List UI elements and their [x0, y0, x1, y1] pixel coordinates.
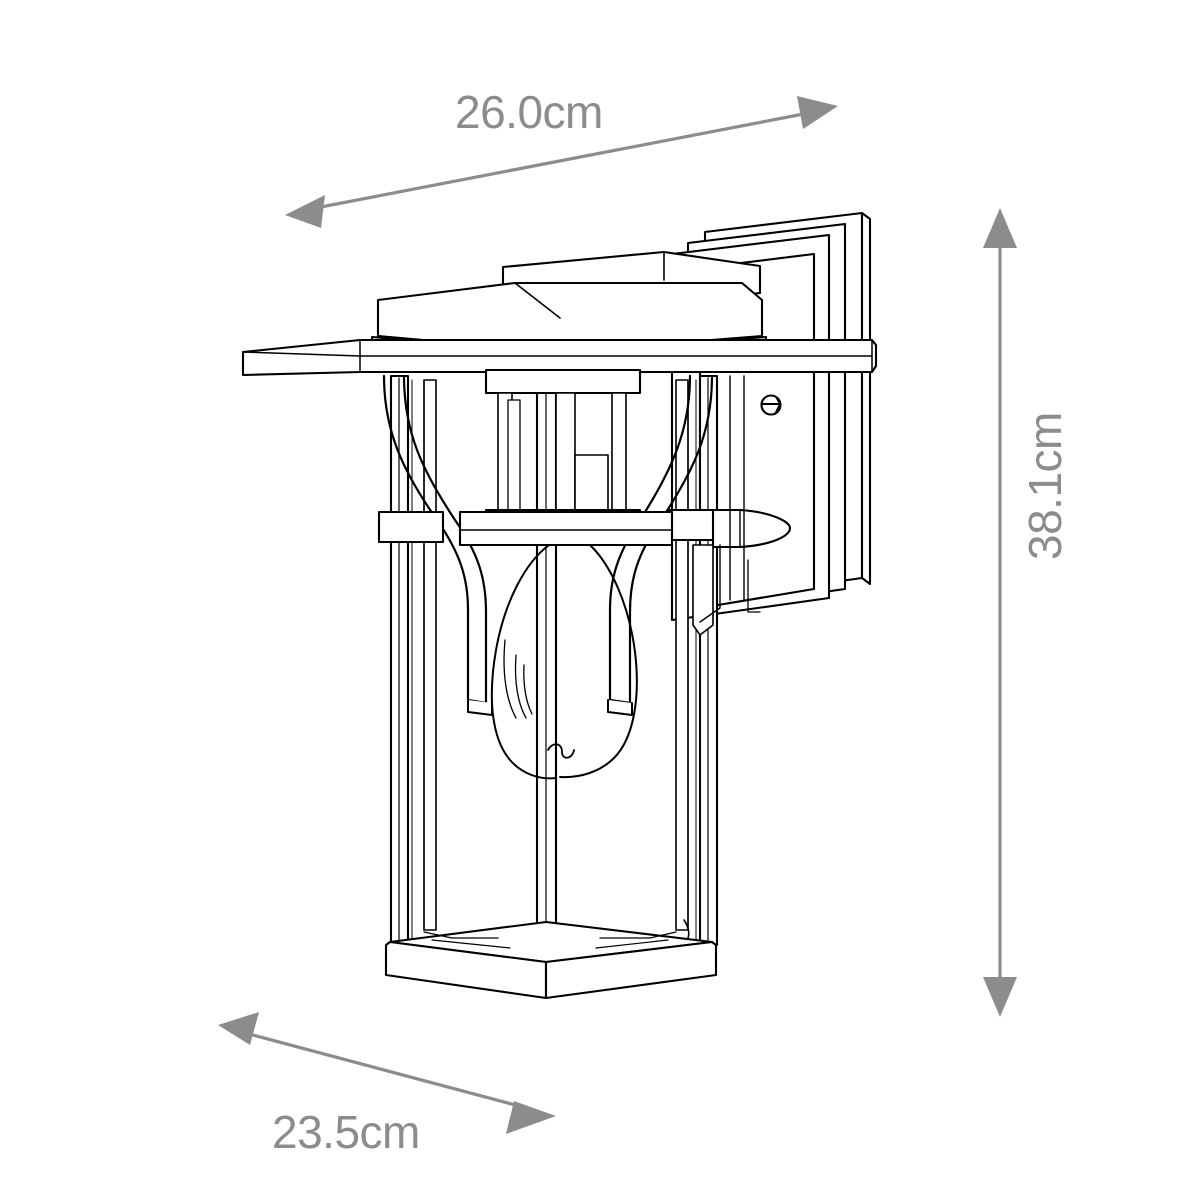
backplate-screw-icon	[760, 394, 782, 416]
dimension-arrow-width	[285, 96, 838, 228]
roof-plate	[241, 338, 878, 377]
dimension-label-height: 38.1cm	[1019, 412, 1071, 560]
dimension-arrow-depth	[218, 1012, 556, 1134]
dimension-annotations	[218, 96, 1017, 1134]
lower-stem	[692, 544, 714, 636]
base-plinth	[384, 919, 718, 1000]
rear-structure	[699, 375, 761, 623]
dimension-arrow-height	[983, 208, 1017, 1017]
dimension-label-depth: 23.5cm	[272, 1106, 420, 1158]
filament-bulb	[490, 544, 638, 780]
socket-housing	[484, 368, 642, 531]
mid-rail-arm	[711, 508, 792, 549]
dimension-label-width: 26.0cm	[455, 86, 603, 138]
mid-rail	[377, 508, 742, 547]
lantern-illustration	[241, 211, 878, 1000]
